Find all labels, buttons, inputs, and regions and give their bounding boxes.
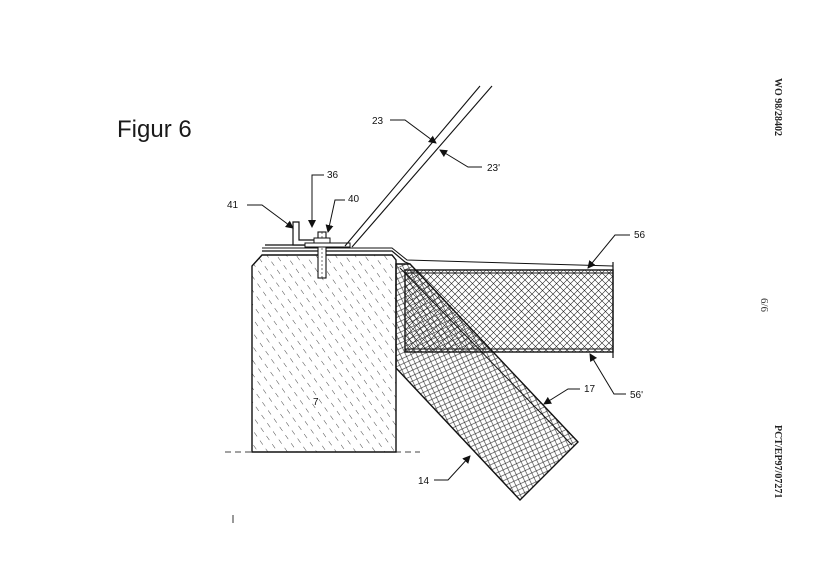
label-41: 41 (227, 200, 239, 211)
label-17: 17 (584, 384, 596, 395)
label-56-prime: 56' (630, 390, 643, 401)
label-56: 56 (634, 230, 646, 241)
label-36: 36 (327, 170, 339, 181)
sheet-23 (344, 85, 481, 247)
label-23-prime: 23' (487, 163, 500, 174)
sheet-23-prime (351, 85, 493, 248)
inclined-insulation-panel (395, 263, 579, 502)
concrete-block (251, 254, 397, 453)
label-7: 7 (313, 397, 319, 408)
label-40: 40 (348, 194, 360, 205)
label-23: 23 (372, 116, 384, 127)
clamp-plate (304, 242, 351, 248)
figure-title: Figur 6 (117, 116, 192, 143)
label-14: 14 (418, 476, 430, 487)
